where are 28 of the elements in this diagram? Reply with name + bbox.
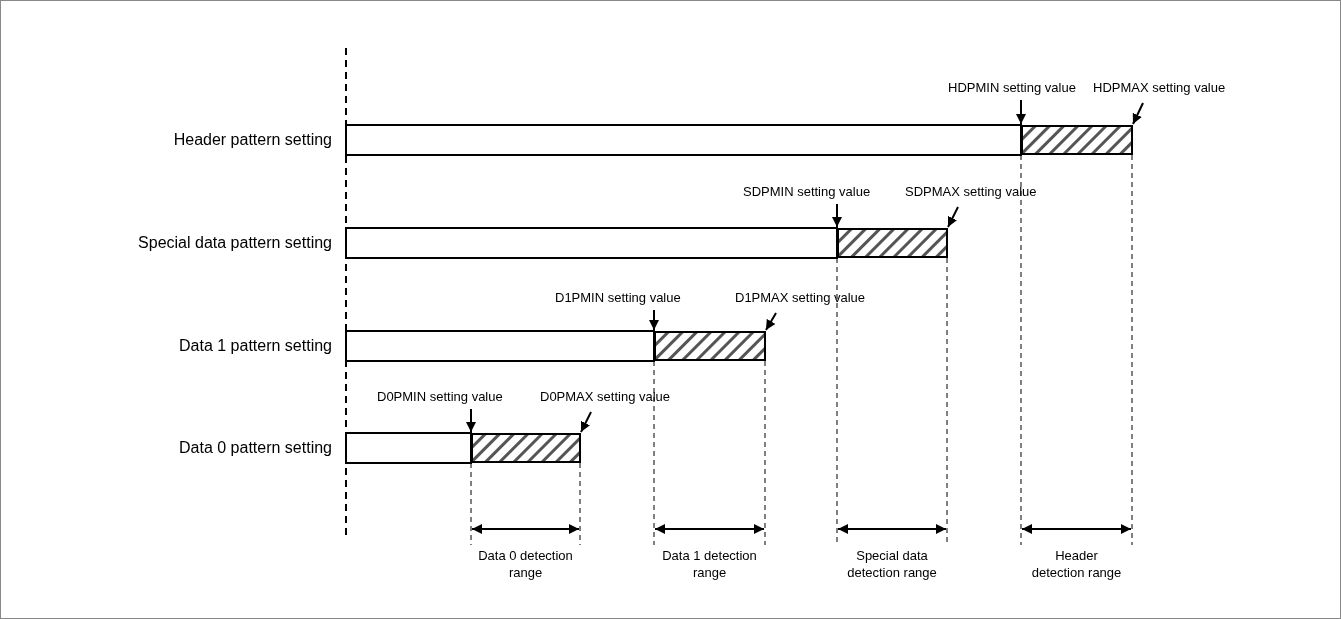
hatched-range-bar bbox=[471, 433, 581, 463]
arrow bbox=[1132, 102, 1144, 125]
arrow bbox=[1016, 99, 1026, 125]
setting-value-label: HDPMAX setting value bbox=[1093, 80, 1226, 96]
setting-value-label: HDPMIN setting value bbox=[948, 80, 1076, 96]
row-label: Data 1 pattern setting bbox=[179, 336, 332, 356]
arrow bbox=[580, 411, 592, 433]
arrow bbox=[947, 206, 959, 228]
hatched-range-bar bbox=[1021, 125, 1133, 155]
arrow bbox=[832, 203, 842, 228]
setting-value-label: D0PMAX setting value bbox=[540, 389, 671, 405]
setting-value-label: D0PMIN setting value bbox=[377, 389, 503, 405]
hatched-range-bar bbox=[654, 331, 766, 361]
arrow bbox=[466, 408, 476, 433]
range-label: Header detection range bbox=[1030, 547, 1123, 581]
row-label: Special data pattern setting bbox=[138, 233, 332, 253]
hatched-range-bar bbox=[837, 228, 948, 258]
arrow bbox=[649, 309, 659, 331]
row-label: Header pattern setting bbox=[173, 130, 332, 150]
setting-value-label: SDPMAX setting value bbox=[905, 184, 1037, 200]
setting-value-label: D1PMAX setting value bbox=[735, 290, 866, 306]
setting-value-label: D1PMIN setting value bbox=[555, 290, 681, 306]
range-label: Data 0 detection range bbox=[477, 547, 574, 581]
row-label: Data 0 pattern setting bbox=[179, 438, 332, 458]
range-label: Data 1 detection range bbox=[661, 547, 758, 581]
arrow bbox=[765, 312, 777, 331]
range-label: Special data detection range bbox=[846, 547, 938, 581]
setting-value-label: SDPMIN setting value bbox=[743, 184, 871, 200]
